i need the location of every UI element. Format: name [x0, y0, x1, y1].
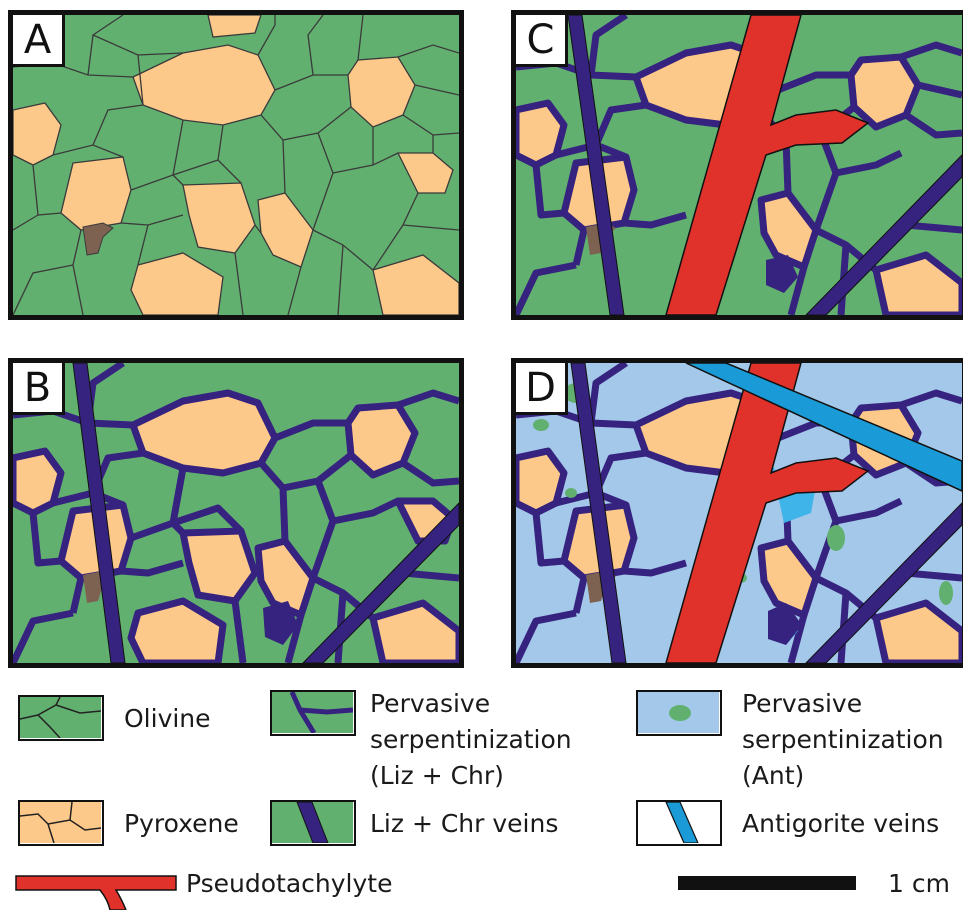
panel-label-b: B: [13, 363, 65, 415]
panel-c-drawing: [516, 15, 962, 315]
panel-d-drawing: [516, 363, 962, 663]
legend-swatch-pervasive-ant: [636, 690, 722, 736]
panel-b: B: [8, 358, 464, 668]
scale-bar: [678, 876, 856, 890]
legend-swatch-liz-chr-veins: [270, 800, 356, 846]
legend-label-pervasive-ant-2: serpentinization: [742, 725, 944, 754]
panel-label-d: D: [516, 363, 568, 415]
legend-label-pervasive-liz-chr-2: serpentinization: [370, 725, 572, 754]
legend-label-pyroxene: Pyroxene: [124, 809, 239, 838]
legend-label-pervasive-ant-3: (Ant): [742, 761, 805, 790]
legend-label-pervasive-liz-chr-3: (Liz + Chr): [370, 761, 504, 790]
legend-label-pervasive-liz-chr-1: Pervasive: [370, 689, 491, 718]
legend-swatch-olivine: [18, 695, 104, 741]
panel-d: D: [511, 358, 963, 668]
panel-a: A: [8, 10, 464, 320]
legend-swatch-pervasive-liz-chr: [270, 690, 356, 736]
legend-label-pervasive-ant-1: Pervasive: [742, 689, 863, 718]
legend-swatch-pyroxene: [18, 800, 104, 846]
panel-a-drawing: [13, 15, 459, 315]
legend-label-antigorite-veins: Antigorite veins: [742, 809, 940, 838]
legend-label-olivine: Olivine: [124, 704, 211, 733]
scale-bar-label: 1 cm: [888, 869, 950, 898]
legend-label-pseudotachylyte: Pseudotachylyte: [186, 869, 393, 898]
panel-b-drawing: [13, 363, 459, 663]
legend-label-liz-chr-veins: Liz + Chr veins: [370, 809, 559, 838]
panel-c: C: [511, 10, 963, 320]
panel-label-c: C: [516, 15, 568, 67]
legend-swatch-antigorite-veins: [636, 800, 722, 846]
legend-swatch-pseudotachylyte: [15, 875, 177, 910]
panel-label-a: A: [13, 15, 65, 67]
